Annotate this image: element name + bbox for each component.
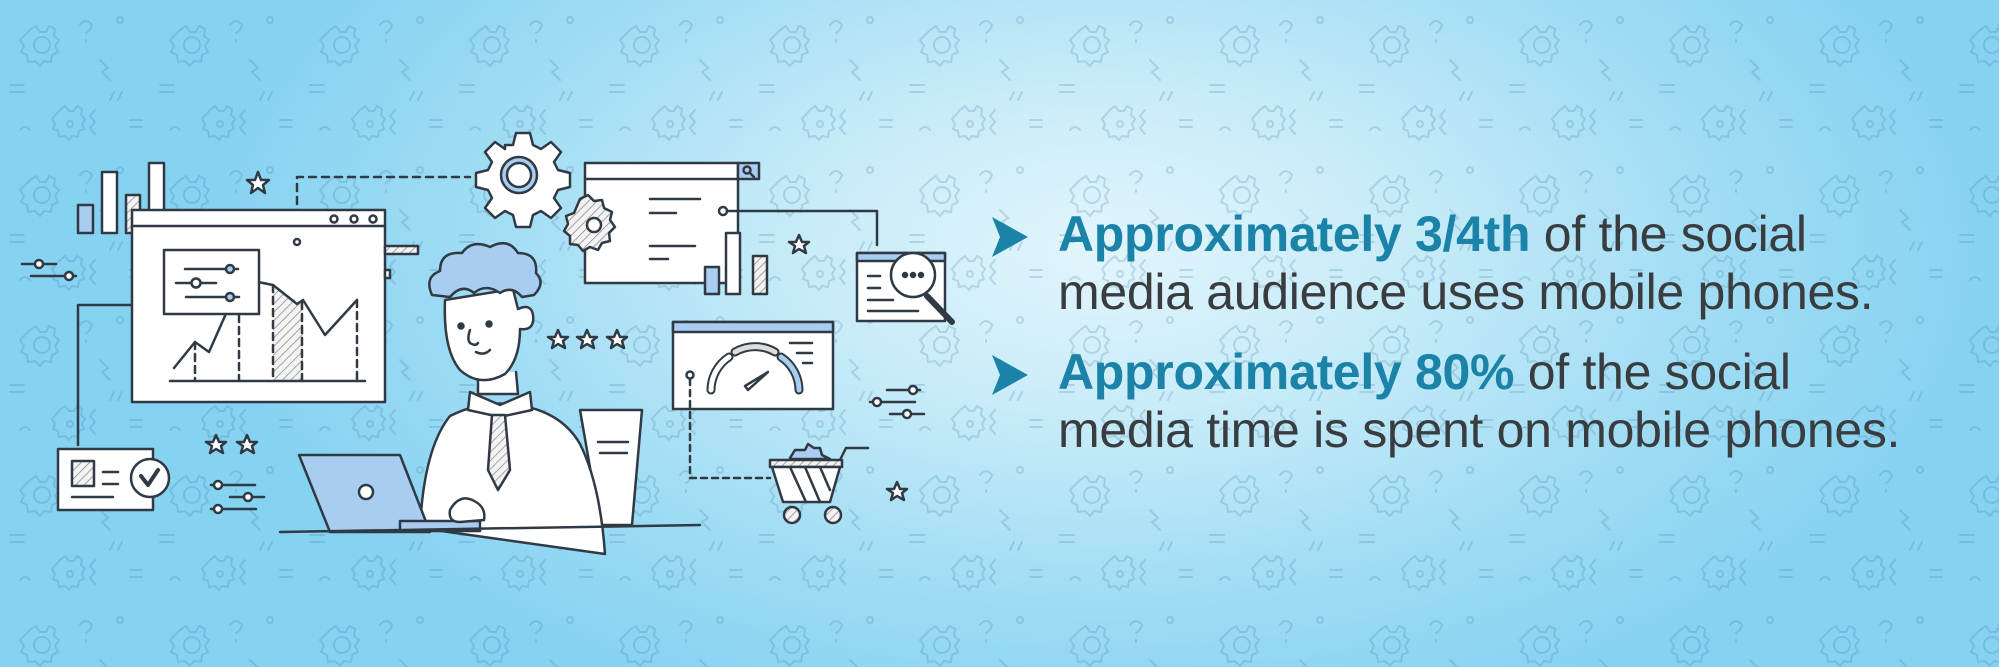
triangle-arrow-icon — [992, 355, 1028, 395]
fact-item-mobile-audience: Approximately 3/4th of the social media … — [990, 205, 1970, 321]
fact-highlight: Approximately 3/4th — [1058, 206, 1531, 262]
fact-highlight: Approximately 80% — [1058, 344, 1515, 400]
gear-icon — [474, 131, 572, 229]
fact-line-1: Approximately 3/4th of the social — [1058, 205, 1970, 263]
star-icon — [575, 328, 599, 350]
fact-line-1: Approximately 80% of the social — [1058, 343, 1970, 401]
star-icon — [885, 480, 909, 502]
shopping-cart-icon — [768, 442, 870, 525]
line-chart-window — [130, 208, 420, 404]
man-at-laptop — [278, 241, 702, 556]
star-icon — [245, 170, 271, 195]
fact-item-mobile-time: Approximately 80% of the social media ti… — [990, 343, 1970, 459]
speedometer-window — [671, 320, 835, 480]
fact-line-2: media audience uses mobile phones. — [1058, 264, 1874, 320]
star-icon — [546, 328, 570, 350]
facts-list: Approximately 3/4th of the social media … — [990, 205, 1970, 481]
sliders-icon — [209, 479, 266, 515]
magnifier-chat-window — [855, 251, 955, 325]
triangle-arrow-icon — [992, 217, 1028, 257]
search-window — [562, 161, 879, 296]
star-icon — [605, 328, 629, 350]
sliders-icon — [20, 258, 78, 282]
star-icon — [204, 433, 228, 455]
office-worker-illustration — [20, 131, 955, 556]
fact-line-2: media time is spent on mobile phones. — [1058, 402, 1901, 458]
id-card-check-icon — [56, 447, 171, 512]
sliders-icon — [868, 384, 926, 420]
fact-text: of the social — [1530, 206, 1807, 262]
star-icon — [787, 233, 811, 255]
fact-text: of the social — [1514, 344, 1791, 400]
star-icon — [235, 433, 259, 455]
